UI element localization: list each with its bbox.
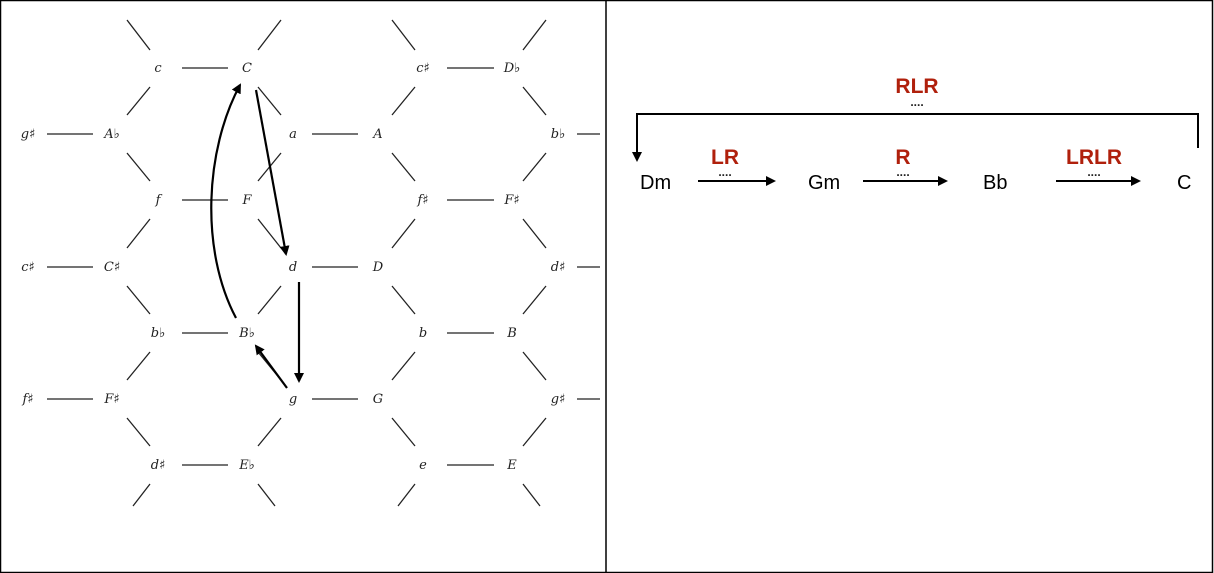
tonnetz-path	[210, 83, 304, 389]
node-E-flat: E♭	[238, 458, 255, 473]
tonnetz-labels: c C c♯ D♭ g♯ A♭ a A b♭ f F f♯ F♯ c♯ C♯ d…	[21, 61, 566, 473]
node-f-sharp: f♯	[416, 193, 428, 208]
chord-3: Bb	[983, 172, 1007, 194]
op-2-label: R	[895, 146, 910, 169]
node-b-flat-2: b♭	[151, 326, 165, 341]
node-g-sharp-2: g♯	[551, 392, 566, 407]
node-d-sharp-2: d♯	[151, 458, 166, 473]
arrow-Bflat-to-C	[210, 83, 241, 319]
node-g: g	[289, 392, 297, 407]
node-A-flat: A♭	[103, 127, 120, 142]
chord-4: C	[1177, 172, 1191, 194]
node-A: A	[372, 127, 382, 142]
node-F-sharp: F♯	[503, 193, 519, 208]
node-C: C	[242, 61, 252, 76]
node-F-sharp-2: F♯	[103, 392, 119, 407]
node-E: E	[506, 458, 517, 473]
return-bracket	[632, 113, 1199, 162]
node-e: e	[419, 458, 427, 473]
node-B-flat: B♭	[238, 326, 255, 341]
node-d-sharp: d♯	[551, 260, 566, 275]
op-1-dots: ....	[718, 165, 731, 179]
node-c-sharp: c♯	[416, 61, 430, 76]
node-F: F	[241, 193, 252, 208]
chord-1: Dm	[640, 172, 671, 194]
node-G: G	[373, 392, 383, 407]
op-3-label: LRLR	[1066, 146, 1122, 169]
node-C-sharp: C♯	[104, 260, 120, 275]
op-3-dots: ....	[1087, 165, 1100, 179]
op-1-label: LR	[711, 146, 739, 169]
node-g-sharp: g♯	[21, 127, 36, 142]
node-B: B	[506, 326, 517, 341]
tonnetz-grid	[47, 19, 600, 507]
node-d: d	[289, 260, 297, 275]
node-D-flat: D♭	[503, 61, 521, 76]
node-f-sharp-2: f♯	[21, 392, 33, 407]
chord-2: Gm	[808, 172, 840, 194]
node-c: c	[154, 61, 162, 76]
progression: RLR .... Dm Gm Bb C LR .... R .... LRLR …	[632, 75, 1199, 194]
node-f: f	[155, 193, 163, 208]
return-op-dots: ....	[910, 95, 923, 109]
op-2-dots: ....	[896, 165, 909, 179]
return-op-label: RLR	[895, 75, 938, 98]
node-a: a	[289, 127, 297, 142]
node-D: D	[372, 260, 384, 275]
node-c-sharp-2: c♯	[21, 260, 35, 275]
arrow-g-to-Bflat	[254, 344, 288, 389]
node-b: b	[419, 326, 427, 341]
node-b-flat: b♭	[551, 127, 565, 142]
arrow-C-to-d	[254, 89, 290, 256]
